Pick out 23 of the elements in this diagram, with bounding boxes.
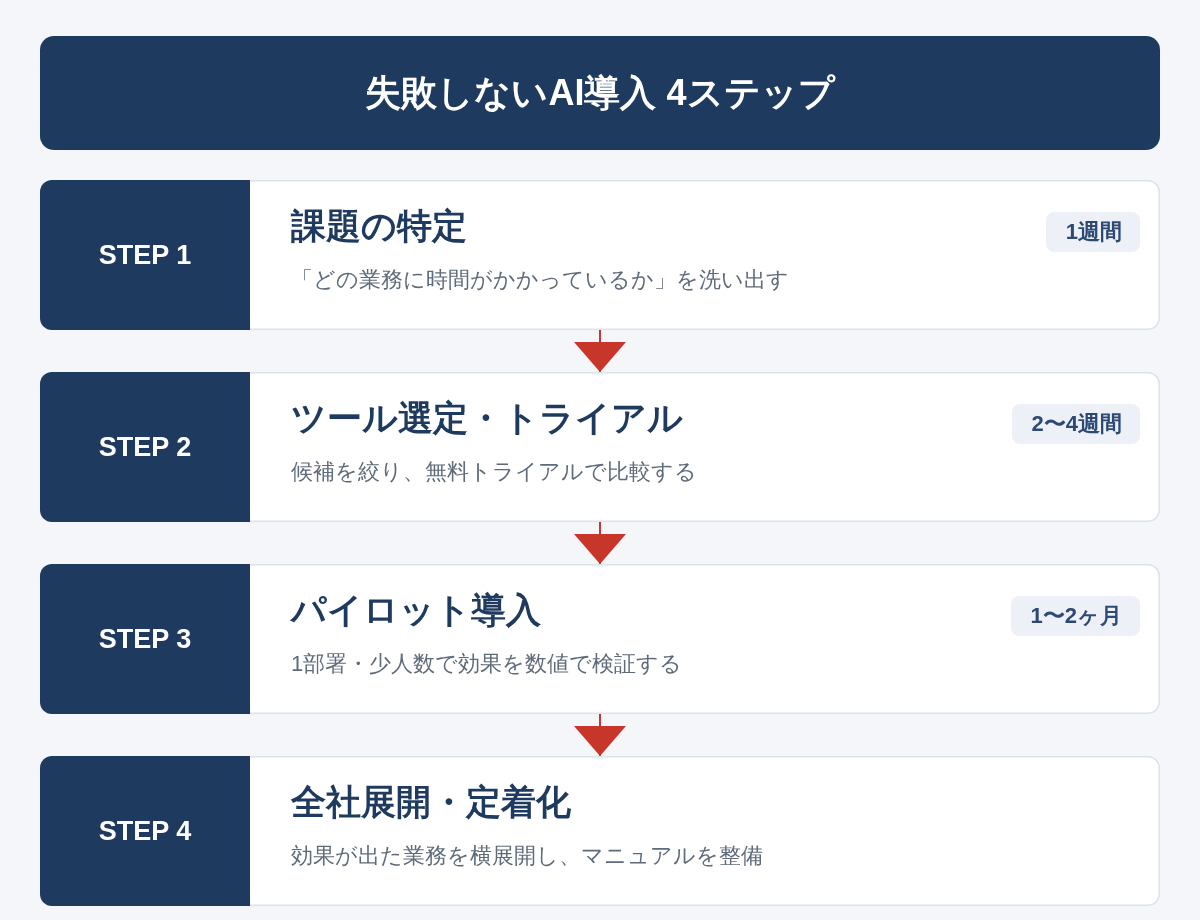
step-heading: ツール選定・トライアル — [291, 397, 683, 439]
duration-badge: 1週間 — [1045, 212, 1140, 252]
duration-badge: 2〜4週間 — [1011, 404, 1140, 444]
step-description: 候補を絞り、無料トライアルで比較する — [291, 458, 697, 486]
step-heading: 全社展開・定着化 — [291, 781, 571, 823]
step-description: 1部署・少人数で効果を数値で検証する — [291, 650, 683, 678]
step-card — [40, 564, 1160, 714]
step-heading: パイロット導入 — [291, 589, 541, 631]
step-number-panel: STEP 3 — [40, 564, 250, 714]
step-description: 効果が出た業務を横展開し、マニュアルを整備 — [291, 842, 763, 870]
step-number-panel: STEP 4 — [40, 756, 250, 906]
step-heading: 課題の特定 — [291, 205, 467, 247]
step-card — [40, 180, 1160, 330]
diagram-title: 失敗しないAI導入 4ステップ — [365, 70, 835, 115]
step-card — [40, 372, 1160, 522]
arrow — [574, 713, 626, 757]
step-number-panel: STEP 1 — [40, 180, 250, 330]
arrow — [574, 521, 626, 565]
duration-badge: 1〜2ヶ月 — [1010, 596, 1140, 636]
arrow — [574, 329, 626, 373]
step-description: 「どの業務に時間がかかっているか」を洗い出す — [291, 266, 789, 294]
step-card — [40, 756, 1160, 906]
step-number-panel: STEP 2 — [40, 372, 250, 522]
